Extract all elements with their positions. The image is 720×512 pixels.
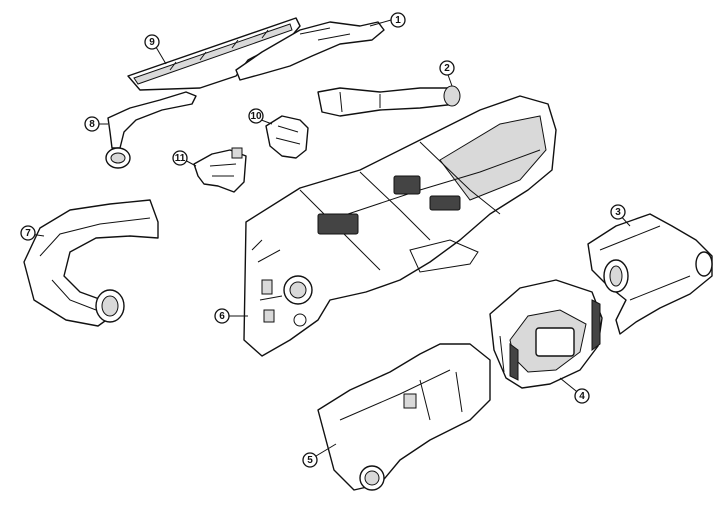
callout-label: 6 <box>219 311 225 322</box>
part-upper-duct <box>235 21 385 81</box>
callout-group: 1 2 3 4 5 6 7 8 9 10 11 <box>20 12 626 468</box>
callout-6: 6 <box>214 308 230 324</box>
callout-2: 2 <box>439 60 455 76</box>
callout-label: 4 <box>579 391 585 402</box>
callout-3: 3 <box>610 204 626 220</box>
callout-circle <box>214 308 230 324</box>
part-right-side-panel <box>587 213 713 335</box>
callout-label: 2 <box>444 63 450 74</box>
callout-circle <box>172 150 188 166</box>
callout-label: 11 <box>175 153 186 164</box>
callout-circle <box>20 225 36 241</box>
part-flexible-duct <box>23 199 159 327</box>
part-defroster-vent-strip <box>127 17 301 91</box>
callout-5: 5 <box>302 452 318 468</box>
part-bracket-11 <box>193 147 247 193</box>
part-bracket-10 <box>265 115 309 159</box>
callout-9: 9 <box>144 34 160 50</box>
part-lower-cover-panel <box>317 343 491 491</box>
callout-10: 10 <box>248 108 264 124</box>
callout-1: 1 <box>390 12 406 28</box>
part-glovebox-panel <box>489 279 603 389</box>
callout-circle <box>248 108 264 124</box>
callout-label: 7 <box>25 228 31 239</box>
callout-circle <box>144 34 160 50</box>
part-side-air-duct <box>317 85 461 117</box>
callout-circle <box>84 116 100 132</box>
callout-circle <box>302 452 318 468</box>
callout-8: 8 <box>84 116 100 132</box>
callout-circle <box>574 388 590 404</box>
callout-circle <box>610 204 626 220</box>
part-main-dashboard-frame <box>243 95 557 357</box>
callout-label: 3 <box>615 207 621 218</box>
callout-label: 5 <box>307 455 313 466</box>
part-left-side-duct <box>105 91 197 169</box>
callout-label: 9 <box>149 37 155 48</box>
callout-11: 11 <box>172 150 188 166</box>
callout-4: 4 <box>574 388 590 404</box>
callout-label: 10 <box>250 111 262 122</box>
callout-circle <box>439 60 455 76</box>
callout-label: 1 <box>395 15 401 26</box>
callout-label: 8 <box>89 119 95 130</box>
callout-7: 7 <box>20 225 36 241</box>
callout-circle <box>390 12 406 28</box>
